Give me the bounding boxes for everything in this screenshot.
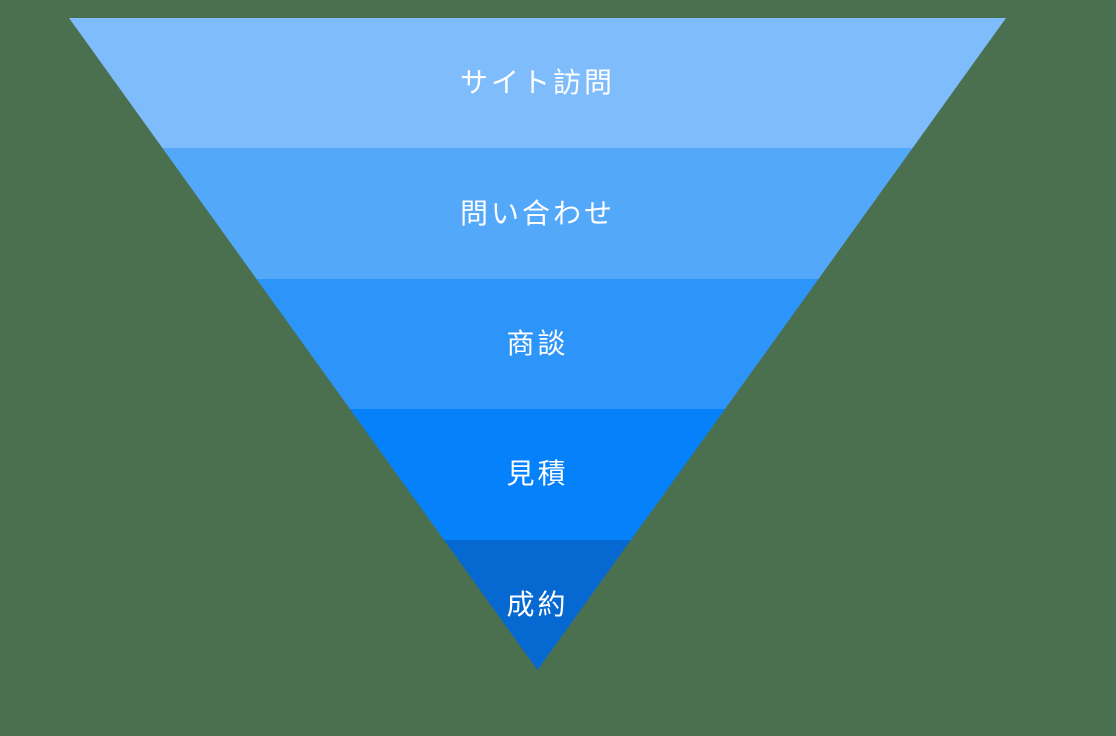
funnel-stage-3: 商談 [69,278,1006,410]
funnel-stage-label: 成約 [506,588,569,620]
funnel-chart: サイト訪問問い合わせ商談見積成約 [69,18,1006,670]
funnel-stage-label: 問い合わせ [459,197,615,229]
funnel-stage-4: 見積 [69,409,1006,540]
funnel-stage-label: 商談 [506,328,569,360]
funnel-stage-label: 見積 [506,458,569,490]
funnel-stage-label: サイト訪問 [459,67,615,99]
canvas: サイト訪問問い合わせ商談見積成約 [69,18,1006,670]
funnel-stage-1: サイト訪問 [69,18,1006,149]
funnel-stage-2: 問い合わせ [69,148,1006,279]
funnel-stage-5: 成約 [69,539,1006,670]
